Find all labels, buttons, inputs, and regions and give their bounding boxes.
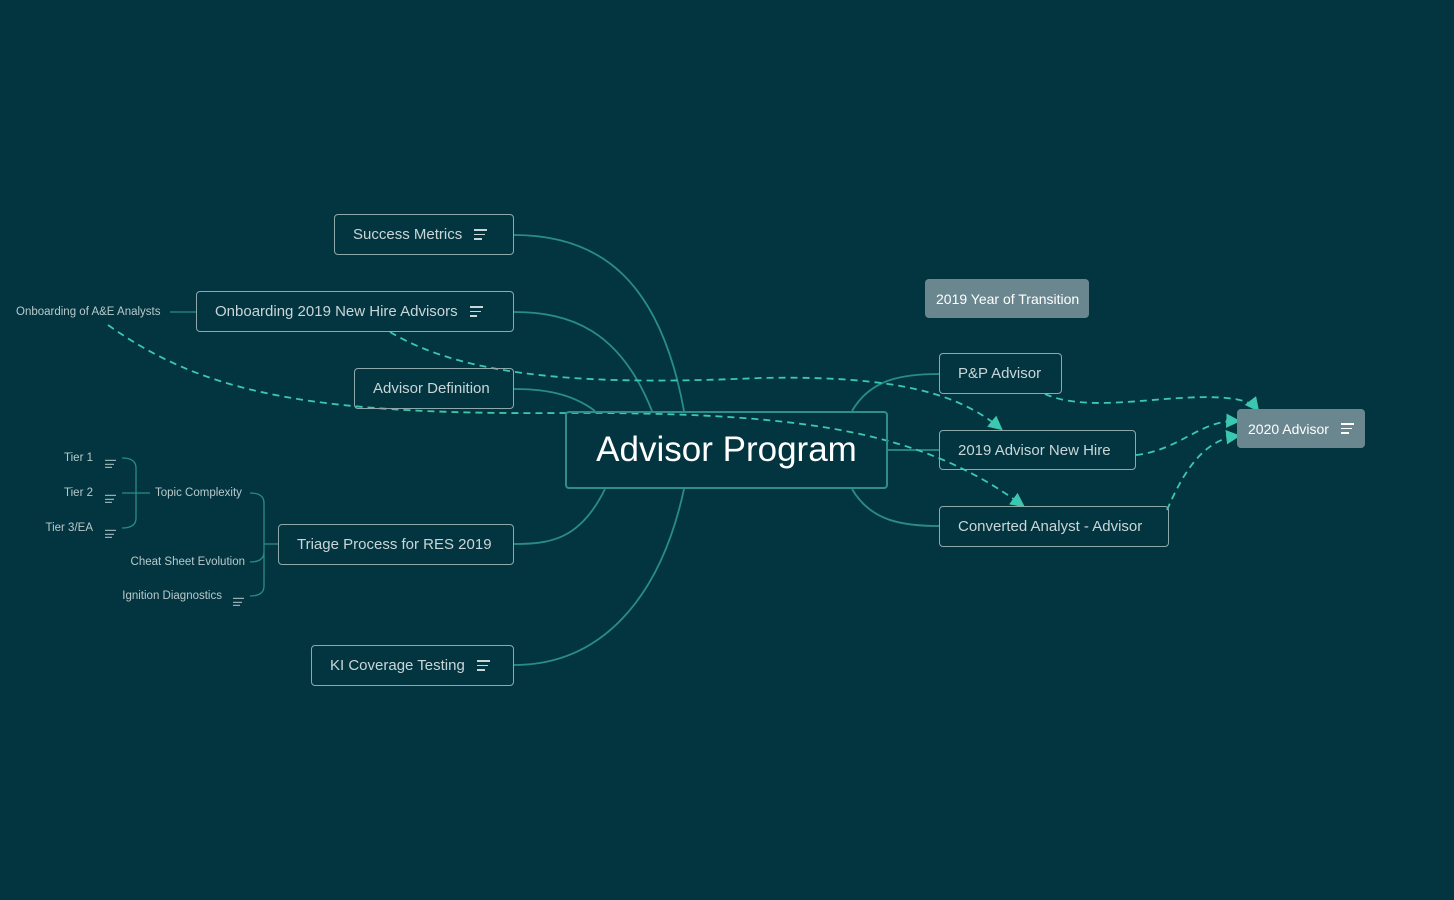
topic-success-metrics[interactable]: Success Metrics <box>334 214 514 255</box>
relationship-onboarding-newhire <box>389 331 1003 431</box>
relationship-ae-converted <box>107 324 1025 508</box>
branch-success-metrics <box>513 234 685 412</box>
relationship-converted-2020 <box>1166 430 1241 511</box>
topic-pp-advisor[interactable]: P&P Advisor <box>939 353 1062 394</box>
root-topic[interactable]: Advisor Program <box>565 411 888 489</box>
floating-topic-transition[interactable]: 2019 Year of Transition <box>925 279 1089 318</box>
branch-definition <box>513 388 596 412</box>
branch-triage <box>513 488 606 545</box>
notes-icon[interactable] <box>469 306 483 317</box>
subtopic-cheat-sheet[interactable]: Cheat Sheet Evolution <box>130 556 245 568</box>
branch-ki <box>513 488 685 666</box>
branch-onboarding <box>513 311 653 412</box>
notes-icon[interactable] <box>476 660 490 671</box>
subtopic-topic-complexity[interactable]: Topic Complexity <box>155 487 242 499</box>
topic-triage[interactable]: Triage Process for RES 2019 <box>278 524 514 565</box>
subtopic-ae-analysts[interactable]: Onboarding of A&E Analysts <box>16 306 161 318</box>
notes-icon[interactable] <box>105 483 116 504</box>
notes-icon[interactable] <box>105 518 116 539</box>
topic-ki-coverage[interactable]: KI Coverage Testing <box>311 645 514 686</box>
subtopic-tier-2[interactable]: Tier 2 <box>64 487 93 499</box>
relationship-newhire-2020 <box>1135 413 1241 456</box>
floating-topic-2020-advisor[interactable]: 2020 Advisor <box>1237 409 1365 448</box>
notes-icon[interactable] <box>105 448 116 469</box>
topic-converted-analyst[interactable]: Converted Analyst - Advisor <box>939 506 1169 547</box>
notes-icon[interactable] <box>233 586 244 607</box>
subtopic-tier-3[interactable]: Tier 3/EA <box>45 522 93 534</box>
topic-onboarding[interactable]: Onboarding 2019 New Hire Advisors <box>196 291 514 332</box>
notes-icon[interactable] <box>1340 423 1354 434</box>
subtopic-tier-1[interactable]: Tier 1 <box>64 452 93 464</box>
branch-converted <box>851 488 940 527</box>
topic-2019-new-hire[interactable]: 2019 Advisor New Hire <box>939 430 1136 470</box>
topic-advisor-definition[interactable]: Advisor Definition <box>354 368 514 409</box>
notes-icon[interactable] <box>474 229 488 240</box>
subtopic-ignition[interactable]: Ignition Diagnostics <box>122 590 222 602</box>
relationship-pp-2020 <box>1044 393 1260 412</box>
branch-pp <box>851 373 940 412</box>
